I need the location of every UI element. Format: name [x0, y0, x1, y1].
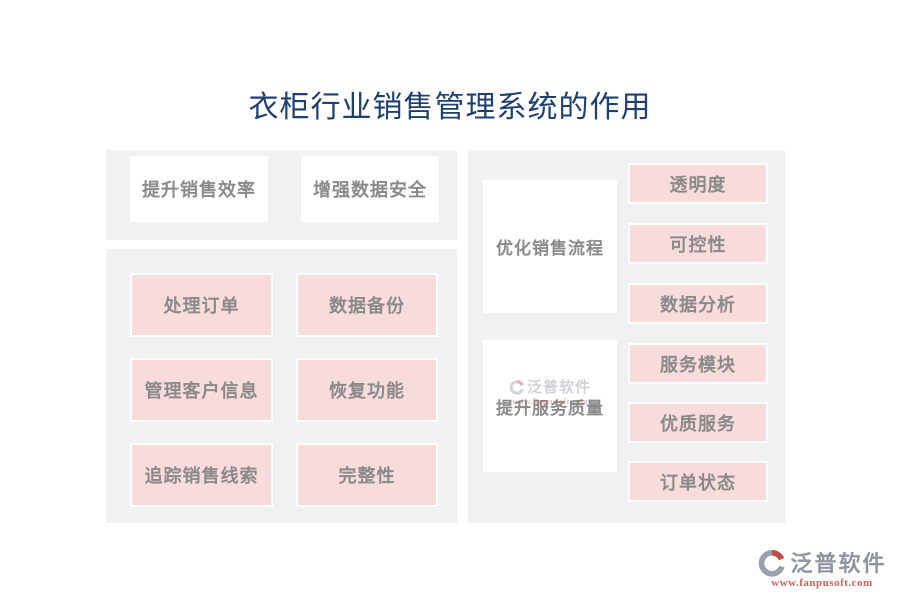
benefit-card-data-security: 增强数据安全: [301, 156, 439, 222]
fanpu-logo-icon: [509, 379, 525, 395]
panel-process-service: 优化销售流程 泛普软件 www.fanpusoft.com 提升服务质量 透明度…: [468, 150, 785, 523]
fanpu-url-text: www.fanpusoft.com: [771, 577, 873, 589]
group-card-label: 提升服务质量: [496, 398, 604, 418]
feature-card-data-backup: 数据备份: [296, 273, 438, 337]
feature-card-integrity: 完整性: [296, 443, 438, 507]
fanpu-logo-icon: [759, 549, 787, 577]
benefit-card-sales-efficiency: 提升销售效率: [130, 156, 268, 222]
panel-features: 处理订单 数据备份 管理客户信息 恢复功能 追踪销售线索 完整性: [106, 249, 457, 523]
page-title: 衣柜行业销售管理系统的作用: [248, 91, 652, 124]
panel-benefits: 提升销售效率 增强数据安全: [106, 150, 457, 240]
feature-card-track-leads: 追踪销售线索: [130, 443, 273, 507]
group-card-improve-service-quality: 泛普软件 www.fanpusoft.com 提升服务质量: [483, 340, 617, 472]
group-card-optimize-sales-process: 优化销售流程: [483, 180, 617, 313]
feature-card-customer-info: 管理客户信息: [130, 358, 273, 422]
fanpu-logo: 泛普软件 www.fanpusoft.com: [748, 546, 896, 589]
subcard-transparency: 透明度: [628, 163, 768, 204]
feature-card-recovery: 恢复功能: [296, 358, 438, 422]
subcard-service-module: 服务模块: [628, 343, 768, 384]
subcard-controllability: 可控性: [628, 223, 768, 264]
feature-card-process-orders: 处理订单: [130, 273, 273, 337]
subcard-quality-service: 优质服务: [628, 402, 768, 443]
subcard-order-status: 订单状态: [628, 461, 768, 502]
fanpu-logo-row: 泛普软件: [748, 546, 896, 578]
subcard-data-analysis: 数据分析: [628, 283, 768, 324]
fanpu-brand-text: 泛普软件: [790, 551, 887, 576]
